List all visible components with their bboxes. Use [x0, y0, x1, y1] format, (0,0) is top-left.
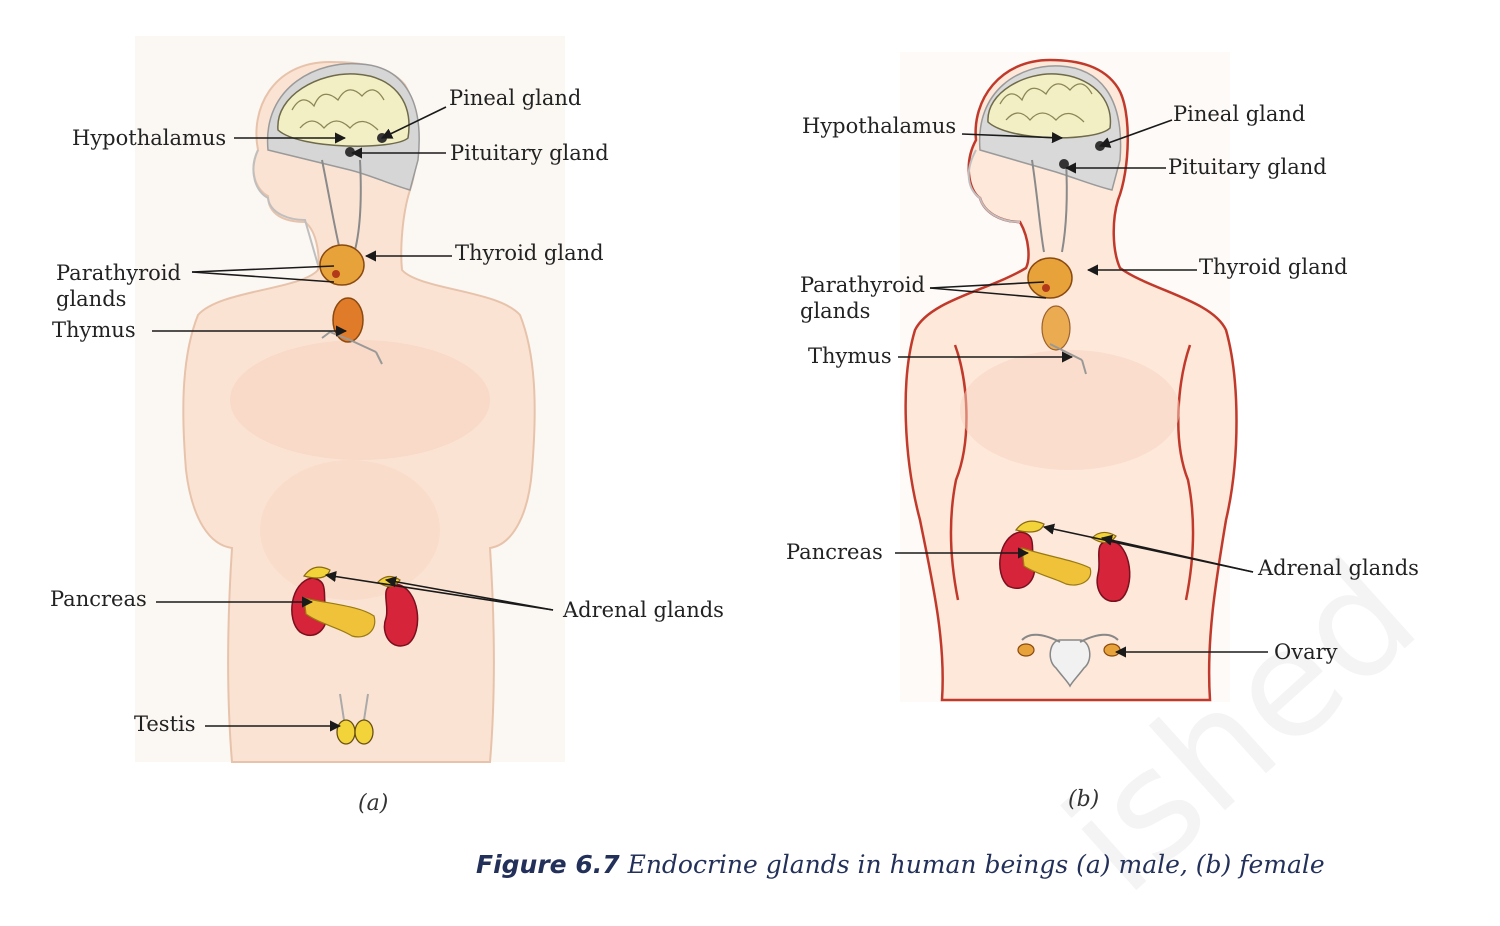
- male-adrenal-left: [303, 566, 331, 579]
- male-label-parathyroid-2: glands: [56, 287, 126, 311]
- female-uterus: [1049, 639, 1091, 688]
- female-label-thymus: Thymus: [808, 344, 892, 368]
- male-label-pancreas: Pancreas: [50, 587, 147, 611]
- male-pancreas: [303, 597, 376, 638]
- male-label-thymus: Thymus: [52, 318, 136, 342]
- female-fallopian-tubes: [1021, 634, 1119, 643]
- male-sublabel: (a): [358, 791, 388, 816]
- female-label-pancreas: Pancreas: [786, 540, 883, 564]
- male-figure: [135, 36, 565, 763]
- female-label-parathyroid-1: Parathyroid: [800, 273, 925, 297]
- female-label-pineal: Pineal gland: [1173, 102, 1305, 126]
- male-pituitary-gland: [345, 147, 355, 157]
- male-shade-chest: [230, 340, 490, 460]
- female-labels: Hypothalamus Pineal gland Pituitary glan…: [786, 102, 1419, 812]
- male-brain-folds: [291, 89, 385, 131]
- female-label-thyroid: Thyroid gland: [1199, 255, 1348, 279]
- figure-caption-text: Endocrine glands in human beings (a) mal…: [627, 850, 1325, 879]
- male-label-adrenal: Adrenal glands: [562, 598, 724, 622]
- male-label-testis: Testis: [134, 712, 196, 736]
- male-testis-sac: [339, 693, 369, 721]
- female-label-adrenal: Adrenal glands: [1257, 556, 1419, 580]
- male-testis-right: [354, 719, 374, 745]
- female-waist-left: [949, 344, 968, 601]
- female-brain-folds: [999, 83, 1093, 123]
- female-thymus: [1041, 305, 1071, 351]
- male-face: [252, 149, 319, 266]
- male-kidney-right: [383, 583, 419, 647]
- female-figure: [900, 52, 1238, 702]
- figure-label: Figure 6.7: [476, 850, 620, 879]
- female-label-pituitary: Pituitary gland: [1168, 155, 1327, 179]
- female-label-hypothalamus: Hypothalamus: [802, 114, 956, 138]
- female-parathyroid-glands: [1042, 284, 1050, 292]
- figure-caption: Figure 6.7 Endocrine glands in human bei…: [476, 850, 1325, 879]
- female-ovary-right: [1103, 643, 1121, 657]
- male-thyroid-gland: [319, 244, 365, 286]
- female-sublabel: (b): [1068, 787, 1099, 812]
- male-airway: [321, 159, 362, 251]
- female-label-ovary: Ovary: [1274, 640, 1338, 664]
- female-label-parathyroid-2: glands: [800, 299, 870, 323]
- male-label-parathyroid-1: Parathyroid: [56, 261, 181, 285]
- male-shade-abdomen: [260, 460, 440, 600]
- female-waist-right: [1177, 344, 1195, 601]
- female-thyroid-gland: [1027, 257, 1073, 299]
- endocrine-diagram: Hypothalamus Pineal gland Pituitary glan…: [50, 36, 1419, 816]
- male-label-pituitary: Pituitary gland: [450, 141, 609, 165]
- male-leaders: [152, 106, 554, 732]
- female-pancreas: [1021, 547, 1092, 586]
- male-label-hypothalamus: Hypothalamus: [72, 126, 226, 150]
- female-shade-chest: [960, 350, 1180, 470]
- male-label-thyroid: Thyroid gland: [455, 241, 604, 265]
- female-leaders: [895, 119, 1268, 658]
- male-testis-left: [336, 719, 356, 745]
- female-kidney-right: [1096, 539, 1131, 603]
- male-label-pineal: Pineal gland: [449, 86, 581, 110]
- female-ovary-left: [1017, 643, 1035, 657]
- male-parathyroid-glands: [332, 270, 340, 278]
- male-labels: Hypothalamus Pineal gland Pituitary glan…: [50, 86, 724, 816]
- female-face: [967, 149, 1021, 223]
